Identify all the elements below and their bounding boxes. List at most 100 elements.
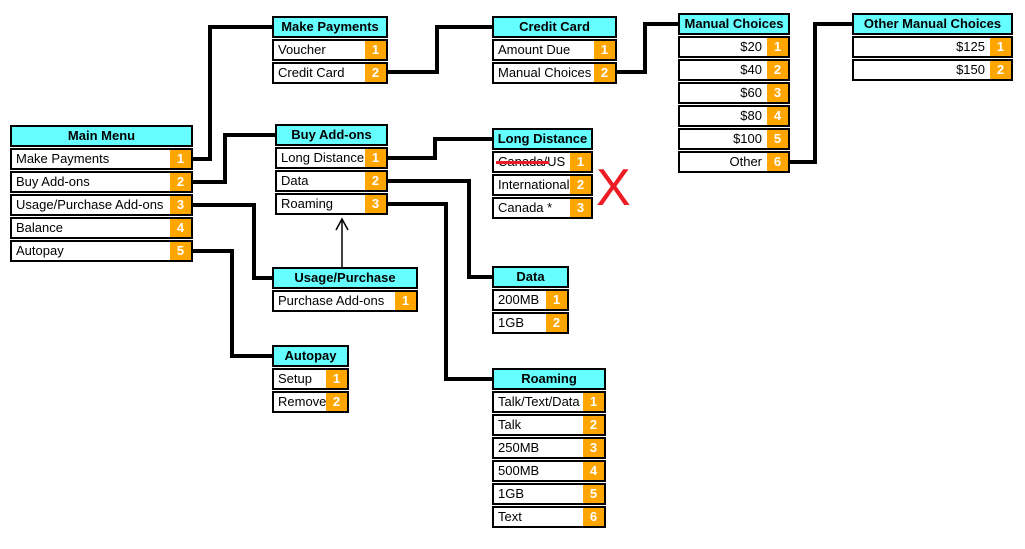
- key-badge: 5: [170, 242, 191, 260]
- connector-main-to-autopay: [230, 354, 272, 358]
- menu-item-usage-purchase-addons: Usage/Purchase Add-ons 3: [10, 194, 193, 216]
- connector-payments-to-credit-card: [388, 70, 439, 74]
- key-badge: 3: [570, 199, 591, 217]
- box-title-data: Data: [492, 266, 569, 288]
- menu-item-manual-choices: Manual Choices 2: [492, 62, 617, 84]
- key-badge: 2: [583, 416, 604, 434]
- menu-item-label: 1GB: [498, 315, 525, 330]
- key-badge: 1: [326, 370, 347, 388]
- key-badge: 1: [767, 38, 788, 56]
- menu-item-voucher: Voucher 1: [272, 39, 388, 61]
- key-badge: 1: [170, 150, 191, 168]
- menu-item-100: $100 5: [678, 128, 790, 150]
- menu-item-remove: Remove 2: [272, 391, 349, 413]
- box-title-buy-addons: Buy Add-ons: [275, 124, 388, 146]
- menu-item-label: 250MB: [498, 440, 540, 455]
- connector-addons-to-roaming: [444, 377, 492, 381]
- menu-item-talk-text-data: Talk/Text/Data 1: [492, 391, 606, 413]
- menu-item-label: Balance: [16, 220, 63, 235]
- menu-item-label: Canada *: [498, 200, 553, 215]
- menu-item-setup: Setup 1: [272, 368, 349, 390]
- menu-item-80: $80 4: [678, 105, 790, 127]
- menu-item-talk: Talk 2: [492, 414, 606, 436]
- connector-addons-to-roaming: [388, 202, 448, 206]
- rejected-x-mark: X: [596, 159, 631, 217]
- up-arrow: [335, 217, 349, 268]
- connector-addons-to-long-distance: [433, 137, 492, 141]
- menu-item-label: Other: [729, 154, 762, 169]
- menu-item-label: Buy Add-ons: [16, 174, 90, 189]
- box-title-make-payments: Make Payments: [272, 16, 388, 38]
- connector-main-to-autopay: [230, 249, 234, 358]
- menu-item-label: Purchase Add-ons: [278, 293, 385, 308]
- key-badge: 2: [546, 314, 567, 332]
- connector-credit-card-to-manual: [617, 70, 647, 74]
- menu-item-credit-card: Credit Card 2: [272, 62, 388, 84]
- connector-main-to-make-payments: [208, 25, 272, 29]
- menu-item-250mb: 250MB 3: [492, 437, 606, 459]
- connector-main-to-buy-addons: [223, 133, 275, 137]
- key-badge: 6: [583, 508, 604, 526]
- connector-main-to-buy-addons: [223, 133, 227, 184]
- key-badge: 2: [990, 61, 1011, 79]
- key-badge: 5: [583, 485, 604, 503]
- connector-main-to-autopay: [193, 249, 234, 253]
- menu-item-500mb: 500MB 4: [492, 460, 606, 482]
- menu-item-label: Roaming: [281, 196, 334, 211]
- key-badge: 4: [583, 462, 604, 480]
- menu-item-buy-addons: Buy Add-ons 2: [10, 171, 193, 193]
- key-badge: 6: [767, 153, 788, 171]
- menu-item-canada-star: Canada * 3: [492, 197, 593, 219]
- menu-item-125: $125 1: [852, 36, 1013, 58]
- kept-text: US: [547, 154, 566, 169]
- menu-item-canada-us: Canada/US 1: [492, 151, 593, 173]
- key-badge: 4: [767, 107, 788, 125]
- menu-item-label: Text: [498, 509, 522, 524]
- menu-item-label: $125: [956, 39, 985, 54]
- menu-item-20: $20 1: [678, 36, 790, 58]
- menu-box-other-manual-choices: Other Manual Choices $125 1 $150 2: [852, 13, 1013, 82]
- menu-item-label: Talk: [498, 417, 522, 432]
- menu-box-autopay: Autopay Setup 1 Remove 2: [272, 345, 349, 414]
- key-badge: 2: [767, 61, 788, 79]
- menu-item-label: $40: [740, 62, 762, 77]
- connector-addons-to-data: [388, 179, 471, 183]
- key-badge: 2: [365, 172, 386, 190]
- key-badge: 1: [546, 291, 567, 309]
- menu-item-label: Voucher: [278, 42, 326, 57]
- key-badge: 1: [990, 38, 1011, 56]
- menu-item-make-payments: Make Payments 1: [10, 148, 193, 170]
- key-badge: 1: [570, 153, 591, 171]
- menu-item-150: $150 2: [852, 59, 1013, 81]
- menu-item-label: 200MB: [498, 292, 540, 307]
- struck-text: Canada/: [498, 154, 548, 169]
- menu-item-label: Make Payments: [16, 151, 110, 166]
- connector-addons-to-data: [467, 179, 471, 279]
- menu-item-label: Autopay: [16, 243, 64, 258]
- menu-item-long-distance: Long Distance 1: [275, 147, 388, 169]
- menu-item-label: Talk/Text/Data: [498, 394, 580, 409]
- box-title-long-distance: Long Distance: [492, 128, 593, 150]
- box-title-autopay: Autopay: [272, 345, 349, 367]
- connector-manual-to-other-manual: [790, 160, 817, 164]
- menu-item-purchase-addons: Purchase Add-ons 1: [272, 290, 418, 312]
- connector-credit-card-to-manual: [643, 22, 647, 74]
- menu-item-balance: Balance 4: [10, 217, 193, 239]
- key-badge: 3: [170, 196, 191, 214]
- connector-addons-to-data: [467, 275, 492, 279]
- box-title-manual-choices: Manual Choices: [678, 13, 790, 35]
- connector-main-to-make-payments: [208, 25, 212, 161]
- menu-item-label: International: [498, 177, 570, 192]
- menu-box-long-distance: Long Distance Canada/US 1 International …: [492, 128, 593, 220]
- key-badge: 2: [170, 173, 191, 191]
- key-badge: 1: [365, 149, 386, 167]
- connector-manual-to-other-manual: [813, 22, 852, 26]
- box-title-credit-card: Credit Card: [492, 16, 617, 38]
- menu-item-40: $40 2: [678, 59, 790, 81]
- key-badge: 4: [170, 219, 191, 237]
- menu-box-buy-addons: Buy Add-ons Long Distance 1 Data 2 Roami…: [275, 124, 388, 216]
- box-title-roaming: Roaming: [492, 368, 606, 390]
- menu-item-label: $150: [956, 62, 985, 77]
- menu-item-text: Text 6: [492, 506, 606, 528]
- menu-box-manual-choices: Manual Choices $20 1 $40 2 $60 3 $80 4 $…: [678, 13, 790, 174]
